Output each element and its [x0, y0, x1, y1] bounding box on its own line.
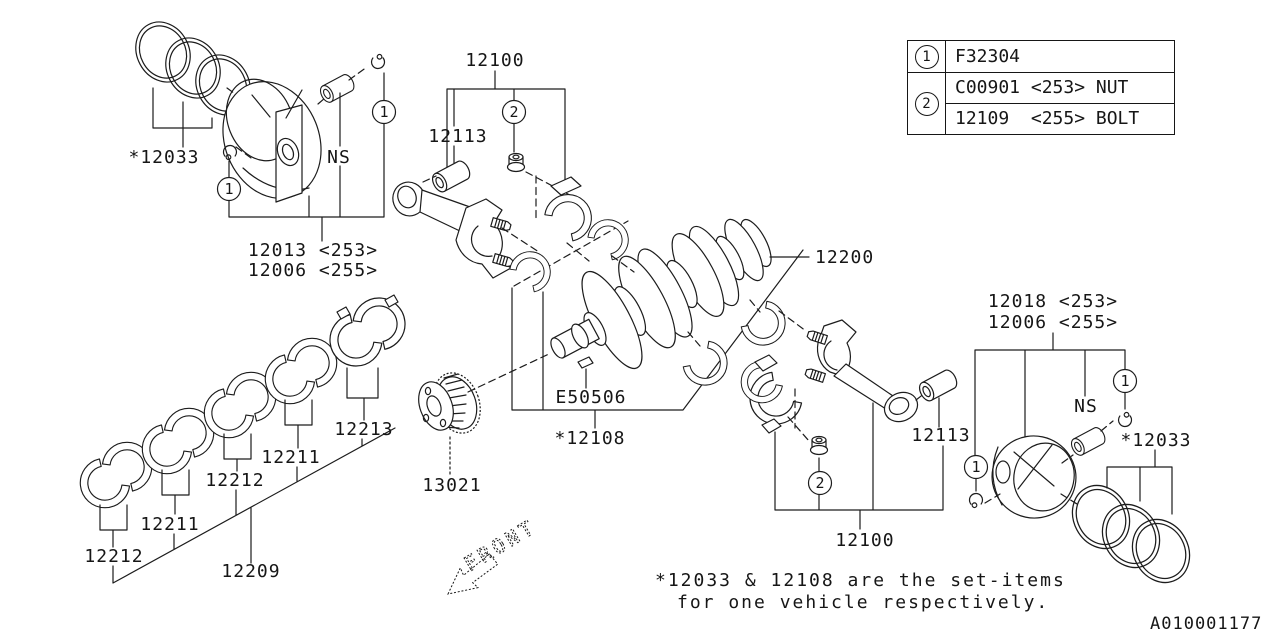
legend-ref-2: 2 [908, 72, 946, 134]
legend-part-bolt: 12109 <255> BOLT [946, 103, 1174, 134]
front-arrow-icon [447, 553, 499, 595]
label-piston-left-1: 12013 <253> [248, 240, 378, 261]
label-main-1: 12212 [84, 546, 143, 567]
nut-top [506, 152, 526, 173]
svg-text:1: 1 [971, 458, 980, 476]
callout-1-left: 1 [216, 176, 242, 202]
callout-1-badge: 1 [914, 44, 939, 69]
legend-part-nut: C00901 <253> NUT [955, 77, 1129, 98]
set-items-note: *12033 & 12108 are the set-items for one… [655, 570, 1066, 614]
label-main-4: 12211 [261, 447, 320, 468]
svg-text:2: 2 [815, 474, 824, 492]
piston-rings-right-drawing [1060, 449, 1202, 594]
label-ns-right: NS [1074, 396, 1098, 417]
callout-1-right-b: 1 [1112, 368, 1138, 394]
pin-bushing-right [916, 367, 961, 404]
legend-part-f32304: F32304 [955, 45, 1021, 67]
piston-right-drawing [991, 435, 1077, 519]
woodruff-key-drawing [577, 356, 594, 389]
snap-ring-right-a [1115, 410, 1135, 430]
label-sprocket: 13021 [422, 475, 481, 496]
main-bearings-drawing [69, 286, 417, 584]
connecting-rod-top-drawing [392, 171, 584, 279]
sprocket-drawing [418, 352, 552, 475]
svg-text:1: 1 [1120, 372, 1129, 390]
svg-text:1: 1 [224, 180, 233, 198]
callout-2-right: 2 [807, 470, 833, 496]
crank-bearing-shells-drawing [506, 176, 795, 395]
label-ns-left: NS [327, 147, 351, 168]
label-bushing-right: 12113 [911, 425, 970, 446]
callout-1-right-a: 1 [963, 454, 989, 480]
note-line-2: for one vehicle respectively. [677, 592, 1050, 613]
front-label: FRONT [460, 514, 541, 576]
label-piston-right-1: 12018 <253> [988, 291, 1118, 312]
drawing-number: A010001177 [1150, 614, 1263, 634]
legend-part-group-2: C00901 <253> NUT 12109 <255> BOLT [946, 72, 1174, 134]
piston-right-leaders [974, 332, 1126, 492]
label-main-3: 12212 [205, 470, 264, 491]
svg-text:2: 2 [509, 103, 518, 121]
note-line-1: *12033 & 12108 are the set-items [655, 570, 1066, 591]
label-rod-right: 12100 [835, 530, 894, 551]
label-crankshaft: 12200 [815, 247, 874, 268]
callout-2-badge: 2 [914, 91, 939, 116]
label-bearing-set: *12108 [554, 428, 625, 449]
rod-top-leaders [446, 70, 566, 182]
label-thrust: 12213 [334, 419, 393, 440]
label-key: E50506 [555, 387, 626, 408]
piston-right-dashes [984, 420, 1114, 505]
nut-right [809, 435, 829, 456]
label-main-2: 12211 [140, 514, 199, 535]
label-piston-left-2: 12006 <255> [248, 260, 378, 281]
label-rings-right: *12033 [1120, 430, 1191, 451]
label-main-set: 12209 [221, 561, 280, 582]
svg-text:1: 1 [379, 103, 388, 121]
callout-2-top: 2 [501, 99, 527, 125]
rod-right-leaders [774, 397, 944, 530]
label-piston-right-2: 12006 <255> [988, 312, 1118, 333]
connecting-rod-right-drawing [732, 310, 926, 442]
label-bushing-top: 12113 [428, 126, 487, 147]
callout-1-topleft: 1 [371, 99, 397, 125]
label-rings-left: *12033 [128, 147, 199, 168]
legend-ref-1: 1 [908, 41, 946, 72]
piston-pin-left-drawing [235, 66, 368, 159]
snap-ring-top-left [368, 52, 388, 72]
legend-table: 1 F32304 2 C00901 <253> NUT 12109 <255> … [907, 40, 1175, 135]
front-direction-marker: FRONT [447, 514, 541, 595]
crankshaft-drawing [550, 218, 772, 370]
piston-left-leaders [228, 72, 385, 242]
label-rod-top: 12100 [465, 50, 524, 71]
piston-left-drawing [222, 78, 322, 203]
snap-ring-right-b [966, 490, 986, 510]
